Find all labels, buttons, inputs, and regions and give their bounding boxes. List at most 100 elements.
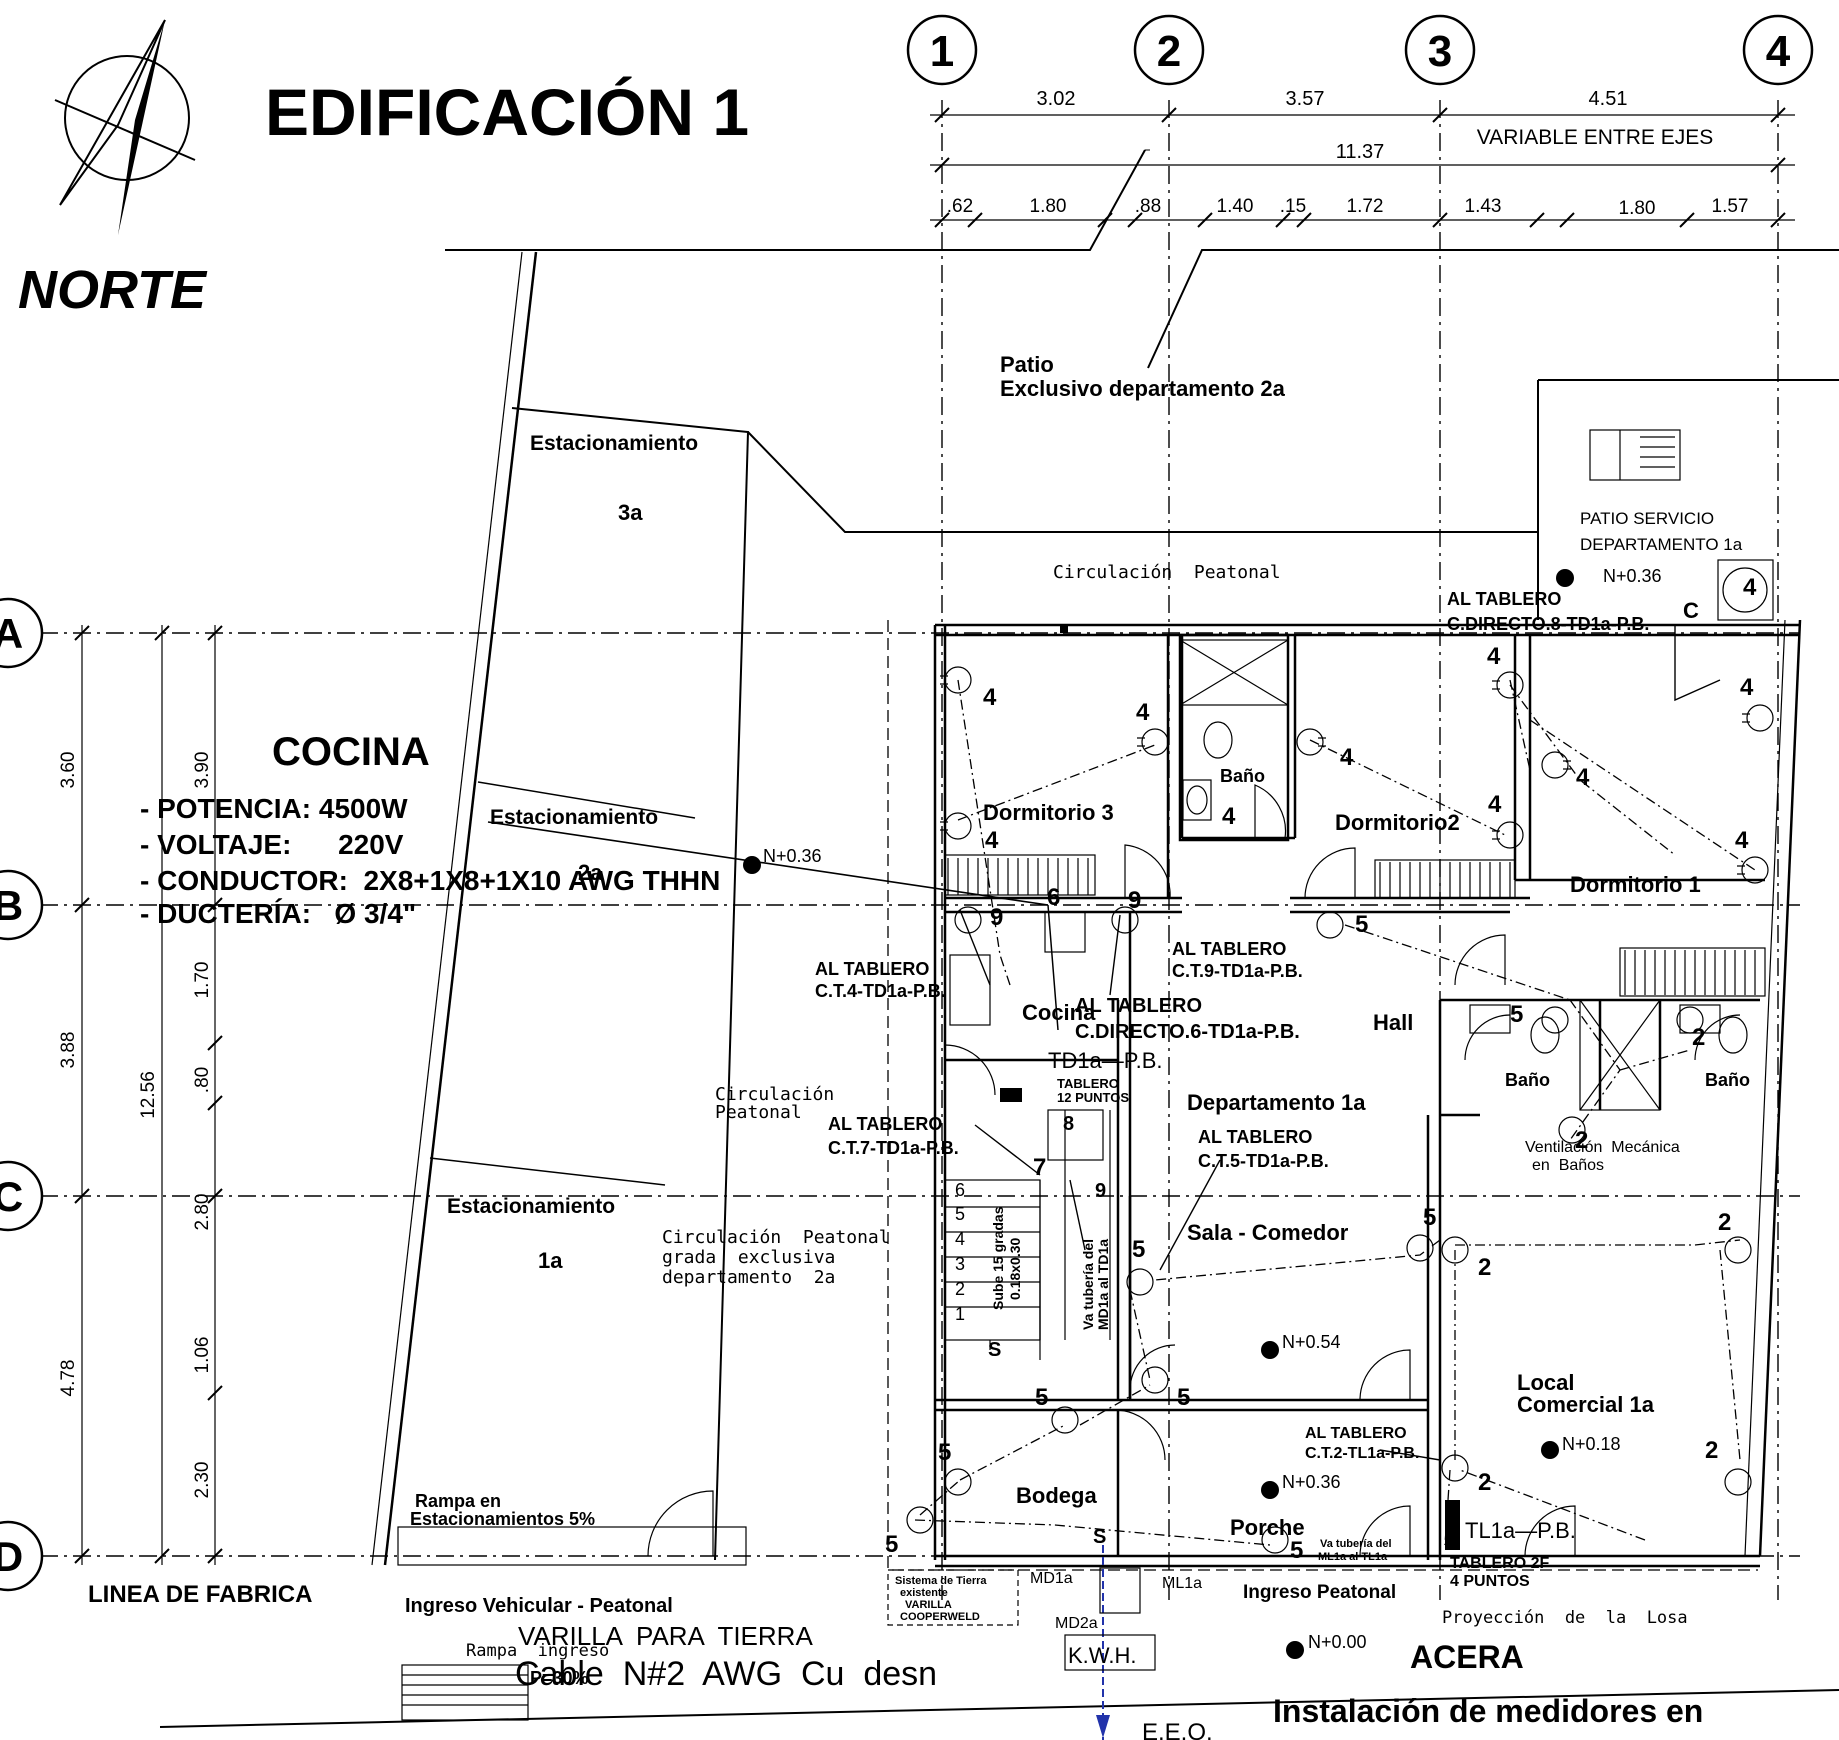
cable-label: Cable N#2 AWG Cu desn: [515, 1655, 937, 1693]
ramp-entrance-label: Rampa ingreso: [466, 1641, 609, 1661]
parking-1a-id: 1a: [538, 1248, 563, 1273]
fixtures: [944, 429, 1774, 1161]
panel-td1a-label: TD1a—P.B.: [1048, 1048, 1163, 1073]
circuit-4c: 4: [1340, 744, 1354, 771]
pipe-note-1: Va tubería del: [1080, 1239, 1096, 1330]
note-ct9-1: AL TABLERO: [1172, 939, 1286, 959]
circuit-9b: 9: [1128, 887, 1141, 914]
stair-step-4: 4: [955, 1229, 965, 1249]
level-n036-patio: N+0.36: [1603, 566, 1662, 586]
level-n054: N+0.54: [1282, 1332, 1341, 1352]
ground-rod-label: VARILLA PARA TIERRA: [518, 1621, 813, 1651]
dim-inner-4: 2.80: [192, 1194, 213, 1231]
panel-12-label-2: 12 PUNTOS: [1057, 1090, 1129, 1105]
circuit-5h: 5: [885, 1531, 898, 1558]
grid-row-b: B: [0, 882, 23, 929]
service-patio-label-1: PATIO SERVICIO: [1580, 509, 1714, 528]
kwh-label: K.W.H.: [1068, 1643, 1136, 1668]
dim-inner-5: 1.06: [192, 1337, 213, 1374]
grid-col-1: 1: [930, 27, 954, 76]
dim-left-total: 12.56: [138, 1071, 159, 1119]
stair-note-1: Sube 15 gradas: [990, 1206, 1006, 1310]
circuit-4a: 4: [983, 684, 997, 711]
circuit-4g: 4: [1488, 791, 1502, 818]
left-dimension-lines: [74, 625, 223, 1565]
dim-total: 11.37: [1336, 141, 1385, 163]
panel-4-label-1: TABLERO 2F: [1450, 1555, 1549, 1572]
circuit-4j: 4: [1735, 827, 1749, 854]
ventilation-label-1: Ventilación Mecánica: [1525, 1139, 1680, 1156]
circuit-4k: 4: [1743, 574, 1757, 601]
circuit-2f: 2: [1705, 1437, 1718, 1464]
service-patio-label-2: DEPARTAMENTO 1a: [1580, 535, 1743, 554]
grid-columns: 1 2 3 4: [906, 14, 1814, 1600]
pedestrian-circulation2-label-2: Peatonal: [715, 1102, 802, 1123]
room-bano-1: Baño: [1220, 766, 1265, 786]
circuit-4e: 4: [1222, 803, 1236, 830]
stair-circulation-label-1: Circulación Peatonal: [662, 1227, 890, 1248]
meters-install-label: Instalación de medidores en: [1273, 1693, 1703, 1729]
room-local-2: Comercial 1a: [1517, 1392, 1655, 1417]
dim-detail-6: 1.72: [1347, 196, 1384, 217]
panel-4-label-2: 4 PUNTOS: [1450, 1573, 1530, 1590]
panel-tl1a-label: TL1a—P.B.: [1465, 1518, 1576, 1543]
dim-span-2: 3.57: [1286, 88, 1325, 110]
slab-projection-label: Proyección de la Losa: [1442, 1608, 1688, 1628]
stairs: 6 5 4 3 2 1 Sube 15 gradas 0.18x0.30 Va …: [944, 1110, 1111, 1361]
grid-col-2: 2: [1157, 27, 1181, 76]
room-hall: Hall: [1373, 1010, 1413, 1035]
dim-inner-6: 2.30: [192, 1462, 213, 1499]
circuit-2a: 2: [1692, 1024, 1705, 1051]
ground-system-3: VARILLA: [905, 1599, 952, 1611]
dim-variable-note: VARIABLE ENTRE EJES: [1477, 126, 1714, 149]
circuit-5b: 5: [1510, 1001, 1523, 1028]
note-ct7-1: AL TABLERO: [828, 1114, 942, 1134]
ground-system-4: COOPERWELD: [900, 1611, 980, 1623]
ground-system-1: Sistema de Tierra: [895, 1575, 987, 1587]
dim-span-1: 3.02: [1037, 88, 1076, 110]
top-dimension-lines: [930, 107, 1795, 228]
level-n000: N+0.00: [1308, 1632, 1367, 1652]
grid-row-d: D: [0, 1533, 23, 1580]
room-sala-comedor: Sala - Comedor: [1187, 1220, 1349, 1245]
pipe-note-4: ML1a al TL1a: [1318, 1551, 1388, 1563]
circuit-2c: 2: [1478, 1254, 1491, 1281]
note-ct5-2: C.T.5-TD1a-P.B.: [1198, 1151, 1329, 1171]
ramp-label-2: Estacionamientos 5%: [410, 1509, 595, 1529]
pedestrian-circulation-label: Circulación Peatonal: [1053, 562, 1281, 583]
note-ct9-2: C.T.9-TD1a-P.B.: [1172, 961, 1303, 981]
circuit-5c: 5: [1423, 1204, 1436, 1231]
circuit-4f: 4: [1487, 643, 1501, 670]
room-bano-3: Baño: [1705, 1070, 1750, 1090]
level-n036-parking: N+0.36: [763, 846, 822, 866]
dim-detail-7: 1.43: [1465, 196, 1502, 217]
note-cd6-2: C.DIRECTO.6-TD1a-P.B.: [1075, 1021, 1300, 1043]
patio-label: Patio: [1000, 352, 1054, 377]
circuit-9a: 9: [990, 904, 1003, 931]
site-boundaries: [159, 149, 1839, 1728]
parking-2a-id: 2a: [578, 860, 603, 885]
pedestrian-entrance-label: Ingreso Peatonal: [1243, 1582, 1396, 1603]
dim-detail-4: 1.40: [1217, 196, 1254, 217]
circuit-4h: 4: [1576, 764, 1590, 791]
kitchen-spec-voltage: - VOLTAJE: 220V: [140, 829, 404, 860]
circuit-2e: 2: [1478, 1469, 1491, 1496]
stair-circulation-label-2: grada exclusiva: [662, 1247, 835, 1268]
circuit-5e: 5: [1035, 1384, 1048, 1411]
room-bano-2: Baño: [1505, 1070, 1550, 1090]
circuit-wiring: [487, 625, 1756, 1740]
grid-col-3: 3: [1428, 27, 1452, 76]
pipe-note-3: Va tubería del: [1320, 1538, 1392, 1550]
circuit-6: 6: [1047, 884, 1060, 911]
dim-detail-1: .62: [947, 196, 973, 217]
meter-md2a: MD2a: [1055, 1615, 1098, 1632]
note-ct8-1: AL TABLERO: [1447, 589, 1561, 609]
level-n018: N+0.18: [1562, 1434, 1621, 1454]
circuit-7: 7: [1033, 1154, 1046, 1181]
sidewalk-label: ACERA: [1410, 1639, 1524, 1675]
kitchen-spec-power: - POTENCIA: 4500W: [140, 793, 408, 824]
dim-inner-2: 1.70: [192, 962, 213, 999]
meter-ml1a: ML1a: [1162, 1575, 1202, 1592]
switch-s-2: S: [1093, 1526, 1106, 1548]
